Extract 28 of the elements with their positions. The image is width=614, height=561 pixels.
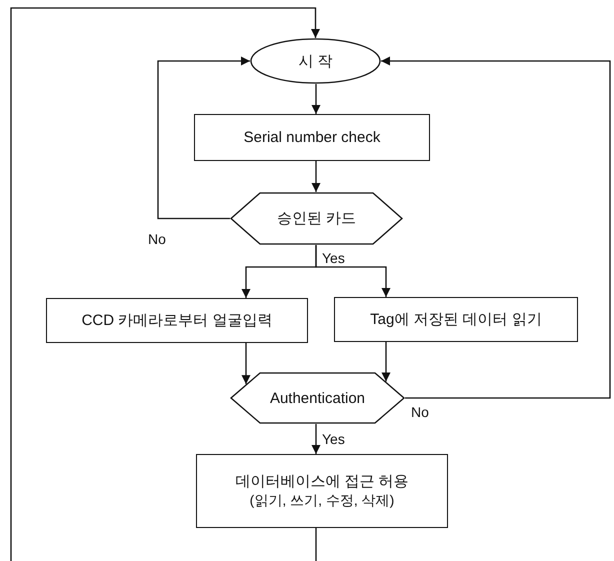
arrow <box>157 56 250 220</box>
arrow <box>312 84 320 114</box>
process-label: Tag에 저장된 데이터 읽기 <box>370 310 542 329</box>
process-label: CCD 카메라로부터 얼굴입력 <box>82 311 272 330</box>
connector-line <box>315 528 317 561</box>
arrow <box>382 342 390 382</box>
arrow <box>242 343 250 384</box>
edge-label: Yes <box>321 431 346 447</box>
process-box <box>194 114 430 161</box>
start-ellipse <box>250 38 381 84</box>
process-box <box>46 298 308 343</box>
decision-label: 승인된 카드 <box>276 209 356 228</box>
process-box <box>334 297 578 342</box>
decision-hexagon <box>230 372 405 424</box>
process-label: 데이터베이스에 접근 허용 <box>235 472 409 491</box>
decision-hexagon <box>230 192 403 245</box>
start-label: 시 작 <box>298 52 333 70</box>
arrow <box>312 424 320 454</box>
arrow <box>312 161 320 192</box>
process-label: Serial number check <box>244 128 380 147</box>
edge-label: No <box>410 404 430 420</box>
edge-label: Yes <box>321 250 346 266</box>
decision-label: Authentication <box>270 388 366 408</box>
arrow <box>381 56 611 399</box>
process-box <box>196 454 448 528</box>
note-text: (읽기, 쓰기, 수정, 삭제) <box>250 491 394 510</box>
arrow <box>315 245 390 297</box>
arrow <box>10 7 320 561</box>
